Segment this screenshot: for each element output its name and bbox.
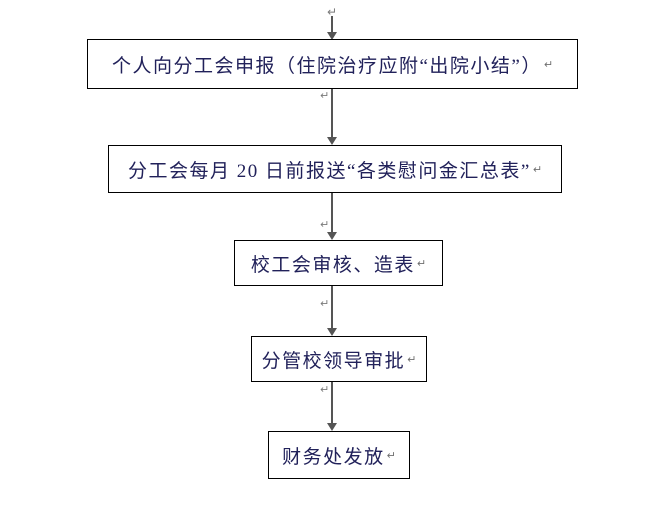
flow-node-submit[interactable]: 分工会每月 20 日前报送“各类慰问金汇总表”↵ [108,145,562,193]
paragraph-return-mark-connector-2: ↵ [320,218,330,231]
paragraph-return-mark-review: ↵ [416,256,427,270]
arrowhead-down-icon [326,32,337,40]
connector-arrow-into-apply [323,16,341,40]
paragraph-return-mark-top: ↵ [327,5,338,19]
connector-approve-to-disburse: ↵ [320,382,341,432]
paragraph-return-mark-approve: ↵ [407,352,417,366]
flow-node-apply[interactable]: 个人向分工会申报（住院治疗应附“出院小结”）↵ [87,39,578,89]
flow-node-approve[interactable]: 分管校领导审批↵ [251,336,427,382]
connector-submit-to-review: ↵ [320,193,341,241]
connector-stem [331,382,333,425]
arrowhead-down-icon [326,137,337,145]
flow-node-disburse[interactable]: 财务处发放↵ [268,431,410,479]
paragraph-return-mark-submit: ↵ [532,162,543,176]
paragraph-return-mark-connector-3: ↵ [320,297,330,310]
connector-stem [331,16,333,34]
connector-stem [331,286,333,330]
paragraph-return-mark-connector-4: ↵ [320,383,330,396]
paragraph-return-mark-apply: ↵ [543,57,554,71]
connector-review-to-approve: ↵ [320,286,341,337]
flow-node-approve-label: 分管校领导审批 [261,350,406,372]
paragraph-return-mark-connector-1: ↵ [320,89,330,102]
paragraph-return-mark-disburse: ↵ [386,448,396,462]
connector-stem [331,193,333,234]
arrowhead-down-icon [326,328,337,336]
arrowhead-down-icon [326,423,337,431]
connector-stem [331,89,333,139]
connector-apply-to-submit: ↵ [320,89,341,146]
flow-node-submit-label: 分工会每月 20 日前报送“各类慰问金汇总表” [127,160,531,182]
flow-node-disburse-label: 财务处发放 [282,446,385,468]
arrowhead-down-icon [326,232,337,240]
flow-node-review-label: 校工会审核、造表 [250,254,415,276]
flow-node-review[interactable]: 校工会审核、造表↵ [234,240,443,286]
flow-node-apply-label: 个人向分工会申报（住院治疗应附“出院小结”） [111,55,542,77]
